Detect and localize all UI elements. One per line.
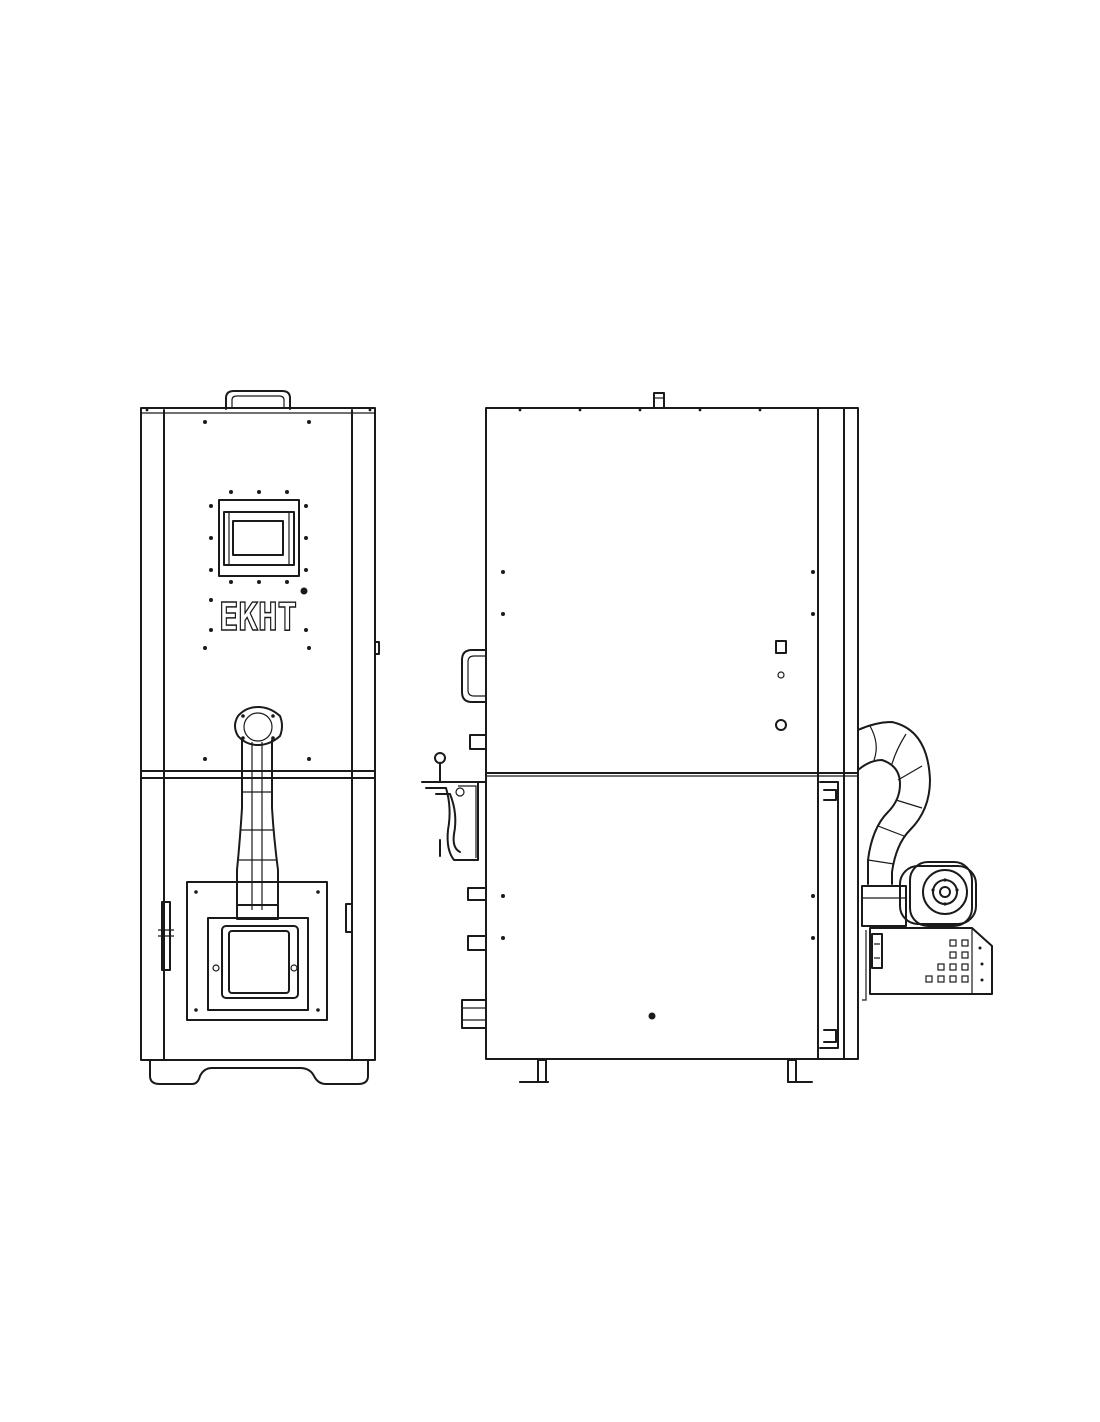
burner-motor [899,861,977,927]
side-indicator-square [775,640,787,654]
side-foot-right [787,1059,811,1083]
feed-pipe [236,739,279,920]
left-door-latch [161,901,171,971]
side-view [421,392,993,1083]
front-cabinet-outline [140,407,376,1061]
pipe-stub-4 [461,999,487,1029]
front-mid-seam [140,770,376,779]
front-base [149,1059,369,1085]
right-door-latch [345,903,353,933]
front-view: EKHT [140,390,380,1085]
pipe-stub-2 [467,887,487,901]
cleaning-lever [421,752,487,861]
pipe-stub-upper [469,734,487,750]
burner-unit [207,917,309,1011]
pipe-stub-3 [467,935,487,951]
side-panel-screws [501,408,815,1020]
control-panel [209,490,308,584]
side-feed-hose [857,721,931,885]
side-indicator-small [777,671,785,679]
brand-logo: EKHT [209,587,308,640]
upper-panel-screws [145,408,372,761]
top-handle [225,390,291,410]
side-cabinet-outline [485,407,859,1060]
brand-logo-text: EKHT [219,595,297,639]
burner-door-frame [186,881,328,1021]
burner-control-box [862,927,993,1001]
side-handle [461,649,487,703]
top-connector [653,392,665,409]
feed-pipe-flange [234,706,283,746]
side-indicator-large [775,719,787,731]
side-foot-left [519,1059,549,1083]
